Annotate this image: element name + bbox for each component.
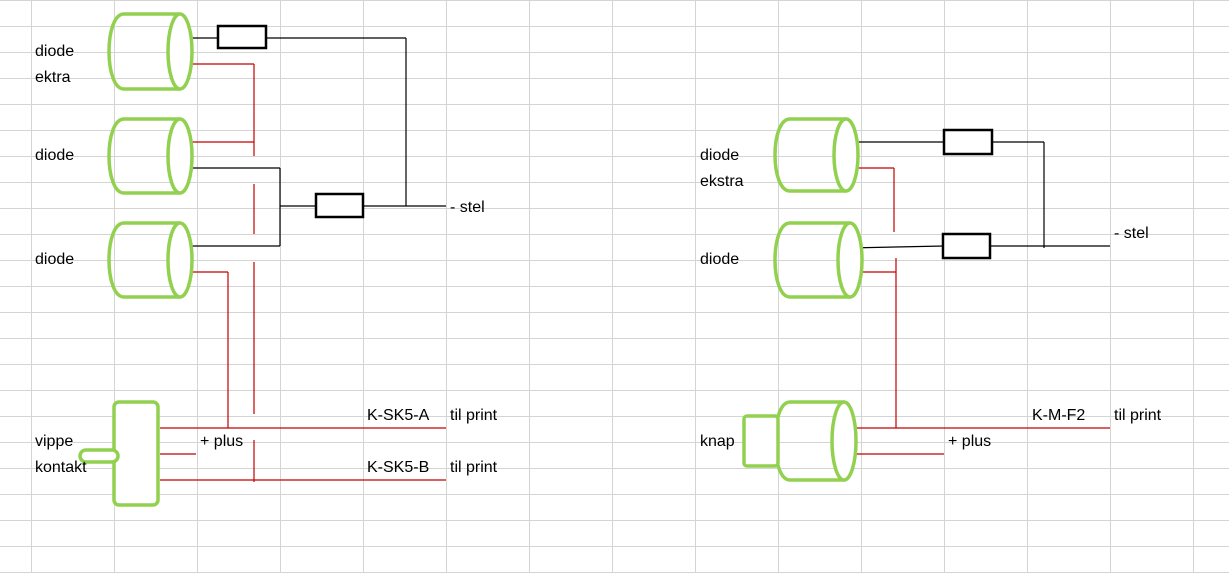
label-diode-extra-line1: diode [35,43,75,60]
label-switch-line1: vippe [35,433,74,450]
label-switch-line2: kontakt [35,459,87,476]
resistor [314,192,365,219]
label-output-destination: til print [1114,407,1162,424]
toggle-switch [78,400,160,507]
resistor [216,24,268,50]
diode [773,221,864,299]
wire [847,245,945,249]
resistor [941,232,992,260]
label-plus: + plus [200,433,244,450]
label-ground: - stel [1114,225,1149,242]
diode [107,117,194,195]
label-ground: - stel [450,199,485,216]
label-button: knap [700,433,735,450]
label-diode-extra-line2: ekstra [700,173,744,190]
label-plus: + plus [948,433,992,450]
right-circuit [742,117,1110,482]
push-button [742,400,858,482]
label-output-b-destination: til print [450,459,498,476]
label-output-a: K-SK5-A [367,407,430,424]
label-diode: diode [35,147,75,164]
left-circuit [78,12,446,507]
label-output-a-destination: til print [450,407,498,424]
label-diode: diode [700,251,740,268]
diode-extra [773,117,860,193]
label-diode: diode [35,251,75,268]
diode-extra [107,12,194,91]
resistor [942,128,994,156]
label-output: K-M-F2 [1032,407,1086,424]
right-ground-wires [844,141,1110,249]
label-diode-extra-line1: diode [700,147,740,164]
left-ground-wires [178,37,446,247]
label-output-b: K-SK5-B [367,459,430,476]
diode [107,221,194,299]
left-plus-wires [160,63,446,482]
label-diode-extra-line2: ektra [35,69,71,86]
